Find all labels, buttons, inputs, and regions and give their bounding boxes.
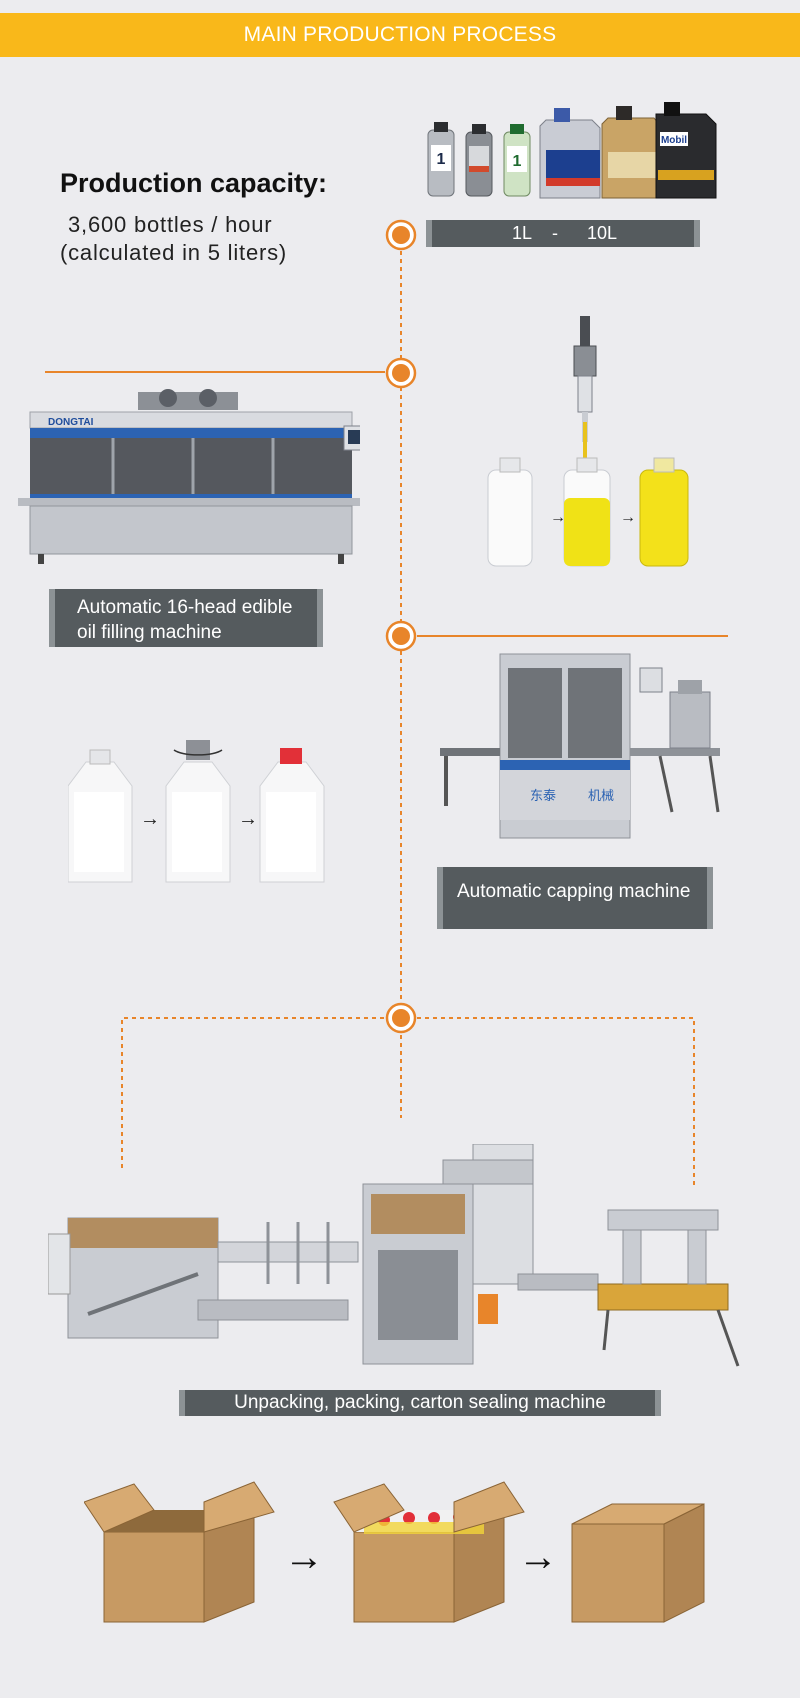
svg-text:DONGTAI: DONGTAI [48,417,94,428]
timeline-node-3 [385,620,417,652]
capacity-title: Production capacity: [60,168,328,198]
svg-text:1: 1 [437,151,446,168]
arrow-icon: → [140,808,160,830]
small-bottle-3: 1 [503,124,531,197]
capping-machine-label: Automatic capping machine [443,867,707,929]
packing-machine-label: Unpacking, packing, carton sealing machi… [185,1390,655,1416]
volume-min: 1L [512,223,533,243]
filling-machine-label: Automatic 16-head edible oil filling mac… [55,589,317,647]
svg-text:东泰: 东泰 [530,788,556,803]
arrow-icon: → [238,808,258,830]
uncapped-bottle [68,749,133,883]
connector-packing [121,1017,695,1188]
capping-machine-image: 东泰 机械 [440,653,720,839]
capacity-rate: 3,600 bottles / hour [68,212,273,237]
page-header: MAIN PRODUCTION PROCESS [0,13,800,57]
jug-black: Mobil [655,102,717,199]
arrow-icon: → [518,1535,558,1579]
oil-bottles-image: 1 1 Mobil [427,102,717,199]
capping-label-text: Automatic capping machine [457,881,691,902]
capped-bottle [259,748,325,883]
small-bottle-2 [465,124,493,197]
capacity-note: (calculated in 5 liters) [60,240,288,265]
filling-process-image: → → [487,316,689,567]
volume-max: 10L [587,223,618,243]
timeline-node-2 [385,357,417,389]
packing-label-text: Unpacking, packing, carton sealing machi… [234,1392,606,1413]
arrow-icon: → [550,509,566,526]
small-bottle-1: 1 [427,122,455,197]
svg-text:1: 1 [513,153,522,170]
arrow-icon: → [620,509,636,526]
open-filled-carton [333,1481,525,1623]
svg-text:Mobil: Mobil [661,135,687,146]
sealed-carton [571,1503,705,1623]
timeline-node-4 [385,1002,417,1034]
svg-text:机械: 机械 [588,788,614,803]
empty-bottle [487,457,533,567]
volume-separator: - [552,223,558,243]
capping-process-image: → → [68,740,325,883]
timeline-node-1 [385,219,417,251]
jug-gold [601,106,663,199]
carton-process-image: → → [84,1481,705,1623]
jug-silver [539,108,601,199]
volume-range-bar: 1L - 10L [432,220,694,247]
packing-line-image [48,1144,740,1367]
filling-label-line-1: Automatic 16-head edible [77,597,293,618]
filled-bottle [639,457,689,567]
filling-machine-image: DONGTAI [18,389,360,564]
open-empty-carton [84,1481,275,1623]
capping-bottle [165,740,231,883]
header-title: MAIN PRODUCTION PROCESS [243,23,557,46]
filling-label-line-2: oil filling machine [77,622,222,643]
arrow-icon: → [284,1535,324,1579]
filling-bottle [563,457,611,567]
